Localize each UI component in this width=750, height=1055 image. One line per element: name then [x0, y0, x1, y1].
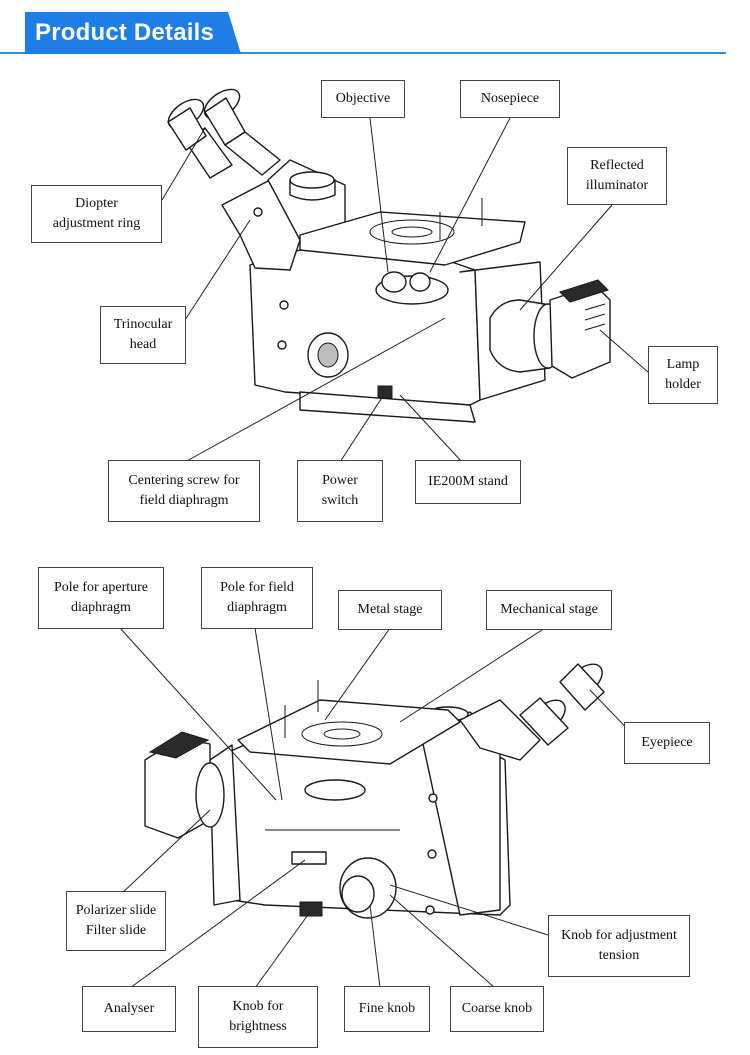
label-pole-aperture-diaphragm: Pole for aperture diaphragm [38, 567, 164, 629]
label-centering-screw: Centering screw for field diaphragm [108, 460, 260, 522]
leader-metal-stage [324, 627, 391, 721]
label-coarse-knob: Coarse knob [450, 986, 544, 1032]
bottom-microscope-drawing [144, 663, 605, 919]
leader-diopter [161, 127, 206, 201]
leader-stand [399, 394, 463, 463]
label-eyepiece: Eyepiece [624, 722, 710, 764]
label-nosepiece: Nosepiece [460, 80, 560, 118]
leader-reflected-illuminator [519, 204, 613, 311]
top-leader-lines [161, 117, 649, 463]
header-rule [0, 52, 726, 54]
header-banner: Product Details [25, 12, 241, 54]
leader-power-switch [339, 392, 386, 463]
label-diopter-adjustment-ring: Diopter adjustment ring [31, 185, 162, 243]
leader-lamp-holder [599, 329, 649, 373]
top-microscope-drawing [167, 88, 611, 423]
label-objective: Objective [321, 80, 405, 118]
leader-analyser [129, 859, 306, 989]
page-title: Product Details [35, 19, 215, 46]
label-knob-adjustment-tension: Knob for adjustment tension [548, 915, 690, 977]
leader-polarizer [119, 809, 211, 896]
leader-centering-screw [184, 317, 446, 463]
leader-trinocular [184, 219, 251, 321]
label-trinocular-head: Trinocular head [100, 306, 186, 364]
label-metal-stage: Metal stage [338, 590, 442, 630]
label-fine-knob: Fine knob [344, 986, 430, 1032]
leader-tension [389, 884, 549, 936]
leader-nosepiece [429, 117, 511, 273]
label-knob-brightness: Knob for brightness [198, 986, 318, 1048]
leader-mechanical-stage [399, 627, 546, 723]
label-polarizer-filter-slide: Polarizer slide Filter slide [66, 891, 166, 951]
bottom-leader-lines [119, 627, 641, 989]
leader-pole-aperture [119, 627, 277, 801]
label-pole-field-diaphragm: Pole for field diaphragm [201, 567, 313, 629]
leader-brightness [254, 911, 311, 989]
label-power-switch: Power switch [297, 460, 383, 522]
label-analyser: Analyser [82, 986, 176, 1032]
label-reflected-illuminator: Reflected illuminator [567, 147, 667, 205]
label-ie200m-stand: IE200M stand [415, 460, 521, 504]
leader-pole-field [254, 627, 283, 801]
leader-objective [369, 117, 389, 273]
leader-fine-knob [369, 904, 381, 989]
label-mechanical-stage: Mechanical stage [486, 590, 612, 630]
label-lamp-holder: Lamp holder [648, 346, 718, 404]
leader-coarse-knob [389, 894, 496, 989]
